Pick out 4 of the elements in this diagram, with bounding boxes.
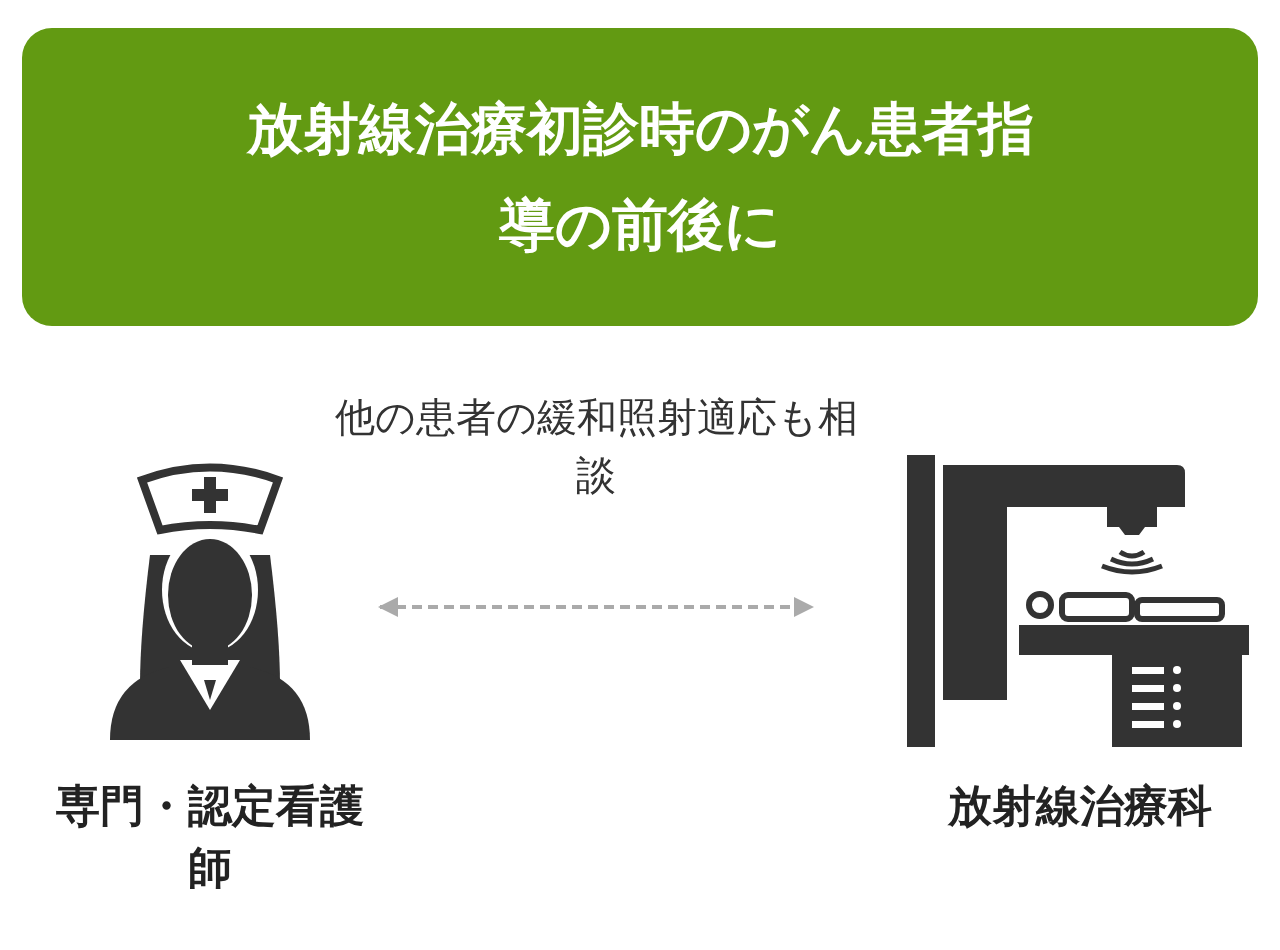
title-banner: 放射線治療初診時のがん患者指導の前後に <box>22 28 1258 326</box>
node-label: 放射線治療科 <box>947 779 1213 833</box>
node-label: 専門・認定看護師 <box>55 779 365 895</box>
double-arrow <box>378 597 814 617</box>
